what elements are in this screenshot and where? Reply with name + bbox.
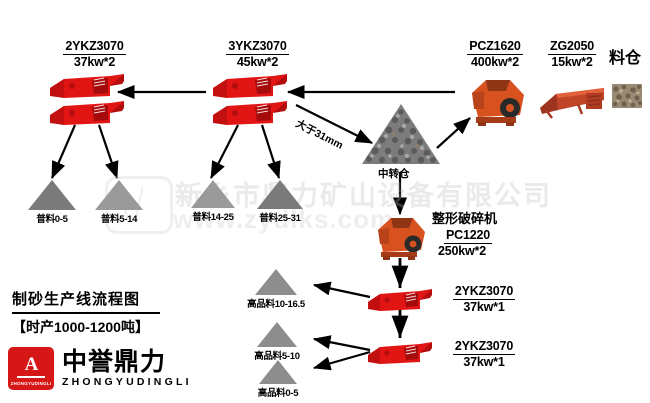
arrow-screenleft-to-pile2 [97, 124, 119, 180]
pile-triangle [259, 360, 297, 384]
pile-normal-0-5: 普料0-5 [20, 180, 84, 225]
reshaping-crusher-title: 整形破碎机 [432, 211, 498, 226]
transfer-bin-icon [362, 104, 440, 164]
pile-premium-5-10: 高品料5-10 [243, 322, 311, 362]
arrow-screen-lower2-to-premium3 [312, 350, 371, 371]
feeder-icon [540, 88, 604, 119]
brand-words: 中誉鼎力 ZHONGYUDINGLI [62, 346, 192, 389]
screen-mid-model: 3YKZ3070 [226, 39, 289, 56]
brand-mark-icon: A ZHONGYUDINGLI [8, 347, 54, 390]
pile-label: 普料5-14 [100, 214, 138, 225]
pile-label: 普料25-31 [259, 213, 301, 224]
pile-triangle [257, 322, 297, 347]
brand-mark-sublabel: ZHONGYUDINGLI [10, 381, 52, 386]
hopper-material-icon [612, 84, 642, 108]
pile-label: 普料14-25 [192, 212, 234, 223]
screen-left-upper-icon [50, 74, 124, 98]
reshaping-crusher-icon [378, 218, 425, 260]
screen-left-lower-icon [50, 101, 124, 125]
screen-lower1-icon [368, 289, 432, 311]
screen-mid-upper-icon [213, 74, 287, 98]
hammer-crusher-power: 400kw*2 [471, 55, 519, 70]
brand-name-en: ZHONGYUDINGLI [62, 375, 192, 388]
pile-label: 高品料5-10 [254, 351, 300, 362]
pile-normal-5-14: 普料5-14 [85, 180, 153, 225]
screen-left-power: 37kw*2 [73, 55, 116, 70]
screen-mid-power: 45kw*2 [236, 55, 279, 70]
reshaping-crusher-model: PC1220 [444, 228, 492, 244]
screen-mid-lower-icon [213, 101, 287, 125]
pile-label: 普料0-5 [36, 214, 68, 225]
brand-glyph: A [14, 353, 48, 378]
arrow-screen-lower2-to-premium2 [312, 335, 371, 352]
reshaping-crusher-power: 250kw*2 [438, 243, 486, 258]
label-hammer-crusher: PCZ1620 400kw*2 [453, 38, 537, 69]
feeder-power: 15kw*2 [551, 55, 593, 70]
screen-lower2-model: 2YKZ3070 [452, 339, 516, 356]
screen-left-model: 2YKZ3070 [63, 39, 126, 56]
label-screen-lower1: 2YKZ3070 37kw*1 [437, 283, 531, 314]
pile-triangle [28, 180, 76, 210]
capacity-subtitle: 【时产1000-1200吨】 [12, 319, 149, 335]
pile-triangle [255, 269, 297, 295]
arrow-screenmid-to-pile4 [260, 124, 281, 180]
screen-lower2-power: 37kw*1 [463, 355, 505, 370]
arrow-screenmid-to-pile3 [210, 124, 239, 179]
arrow-transferbin-to-crusher [436, 117, 471, 149]
label-hopper: 料仓 [609, 50, 642, 67]
screen-lower1-model: 2YKZ3070 [452, 284, 516, 301]
arrow-oversize-to-transfer-bin [295, 104, 373, 144]
screen-lower2-icon [368, 342, 432, 364]
screen-lower1-power: 37kw*1 [463, 300, 505, 315]
title-block: 制砂生产线流程图 【时产1000-1200吨】 [12, 288, 160, 337]
label-screen-lower2: 2YKZ3070 37kw*1 [437, 338, 531, 369]
pile-normal-25-31: 普料25-31 [246, 180, 314, 224]
arrow-screenleft-to-pile1 [50, 124, 77, 180]
label-transfer-bin: 中转仓 [378, 168, 410, 180]
pile-normal-14-25: 普料14-25 [179, 180, 247, 223]
title-divider [12, 312, 160, 314]
label-screen-left: 2YKZ3070 37kw*2 [42, 38, 147, 69]
pile-label: 高品料10-16.5 [247, 299, 305, 310]
pile-premium-10-16_5: 高品料10-16.5 [238, 269, 314, 310]
hammer-crusher-model: PCZ1620 [467, 39, 523, 56]
label-reshaping-crusher: 整形破碎机 PC1220 250kw*2 [432, 212, 522, 258]
hammer-crusher-icon [472, 80, 524, 126]
pile-triangle [95, 180, 143, 210]
pile-triangle [191, 180, 235, 208]
pile-label: 高品料0-5 [257, 388, 299, 399]
brand-name-cn: 中誉鼎力 [62, 346, 167, 376]
label-screen-mid: 3YKZ3070 45kw*2 [205, 38, 310, 69]
arrow-screen-lower1-to-premium1 [312, 281, 371, 299]
feeder-model: ZG2050 [548, 39, 596, 56]
pile-premium-0-5: 高品料0-5 [245, 360, 311, 399]
page-title: 制砂生产线流程图 [12, 291, 141, 308]
label-feeder: ZG2050 15kw*2 [536, 38, 608, 69]
pile-triangle [257, 180, 303, 209]
brand-logo: A ZHONGYUDINGLI 中誉鼎力 ZHONGYUDINGLI [8, 347, 192, 390]
